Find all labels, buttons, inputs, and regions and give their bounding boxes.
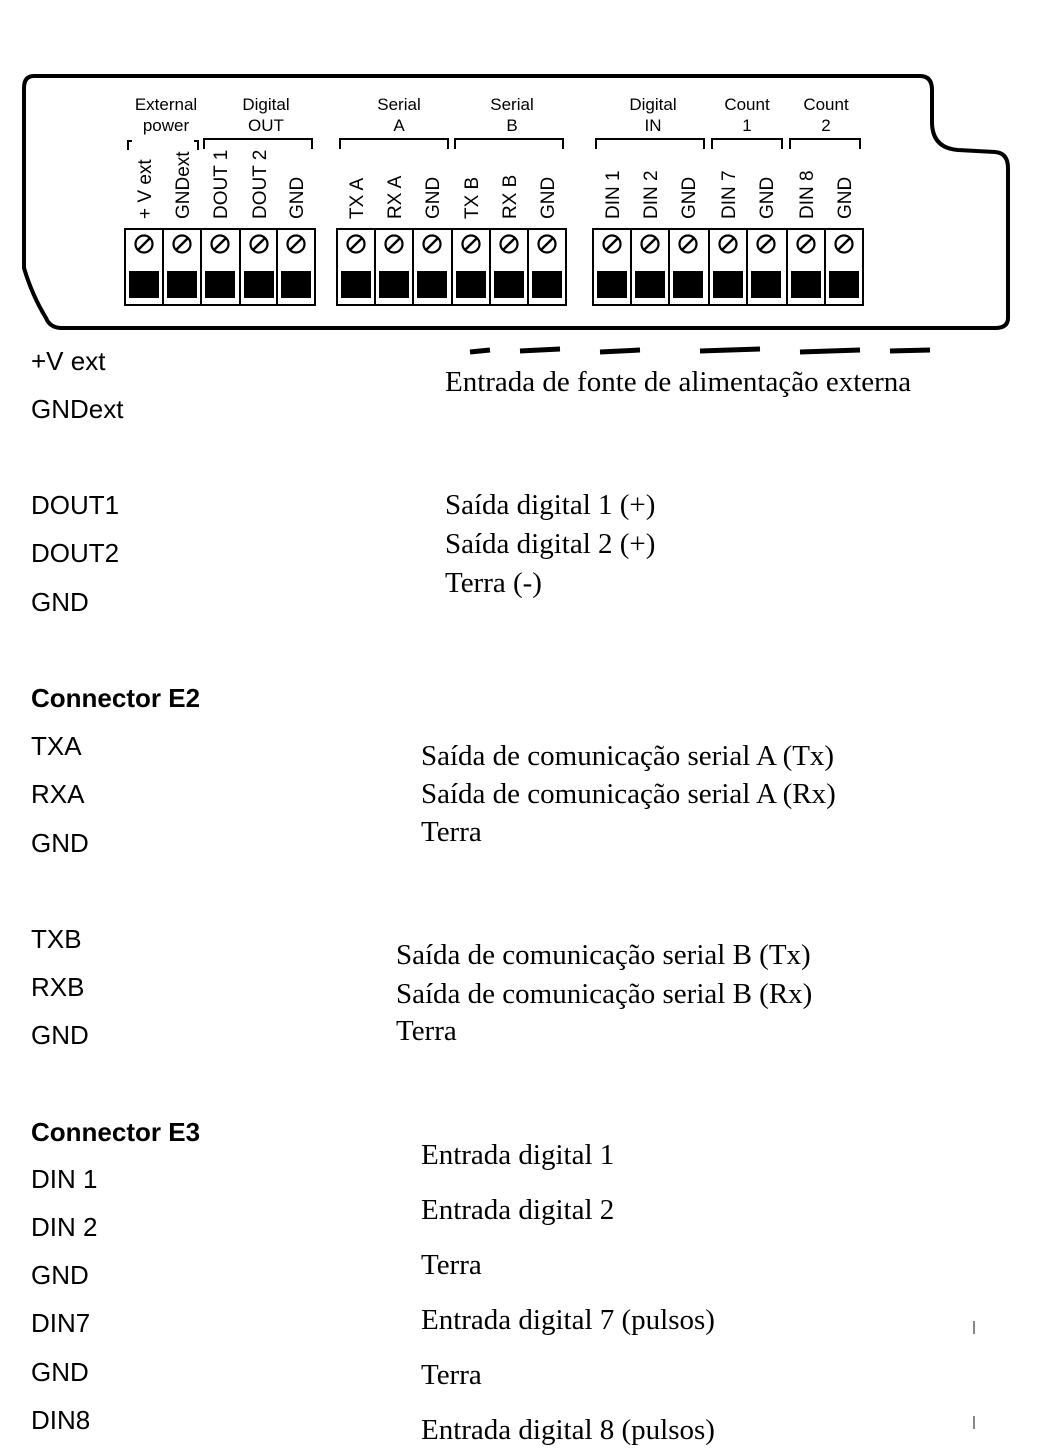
pin-label-vext: +V ext	[31, 346, 106, 376]
header-connector-e3: Connector E3	[31, 1117, 201, 1147]
diagram-group-label: 2	[821, 116, 830, 135]
desc-gnd-e1: Terra (-)	[445, 567, 542, 599]
wire-entry	[205, 271, 235, 298]
diagram-group-label: power	[143, 116, 190, 135]
pin-label-gnd-e3-2: GND	[31, 1357, 89, 1387]
diagram-pin-label: DOUT 2	[250, 150, 271, 219]
desc-gnd-e3-2: Terra	[421, 1359, 482, 1391]
diagram-group-label: Count	[724, 95, 770, 114]
pin-label-gnd-b: GND	[31, 1020, 89, 1050]
wire-entry	[456, 271, 486, 298]
diagram-pin-label: + V ext	[135, 159, 156, 219]
desc-rxa: Saída de comunicação serial A (Rx)	[421, 778, 836, 810]
pin-label-gnd-e1: GND	[31, 587, 89, 617]
pin-label-gndext: GNDext	[31, 394, 124, 424]
diagram-pin-label: GNDext	[173, 151, 194, 219]
wire-entry	[713, 271, 743, 298]
diagram-group-label: IN	[645, 116, 662, 135]
diagram-group-label: External	[135, 95, 197, 114]
desc-dout1: Saída digital 1 (+)	[445, 489, 656, 521]
wire-entry	[597, 271, 627, 298]
desc-gnd-b: Terra	[396, 1015, 457, 1047]
diagram-group-label: 1	[742, 116, 751, 135]
desc-gnd-a: Terra	[421, 816, 482, 848]
cutoff-text-fragment	[469, 346, 931, 355]
diagram-pin-label: DIN 1	[603, 170, 624, 219]
pin-label-gnd-e3-1: GND	[31, 1260, 89, 1290]
pin-label-rxb: RXB	[31, 972, 85, 1002]
diagram-pin-label: TX A	[347, 177, 368, 219]
desc-dout2: Saída digital 2 (+)	[445, 528, 656, 560]
desc-din7: Entrada digital 7 (pulsos)	[421, 1304, 715, 1336]
group-bracket	[339, 138, 449, 149]
diagram-pin-label: GND	[423, 177, 444, 219]
group-bracket	[595, 138, 705, 149]
wire-entry	[244, 271, 274, 298]
wire-entry	[673, 271, 703, 298]
wire-entry	[129, 271, 159, 298]
diagram-pin-label: TX B	[462, 177, 483, 219]
desc-din8: Entrada digital 8 (pulsos)	[421, 1414, 715, 1446]
wire-entry	[341, 271, 371, 298]
group-bracket	[127, 140, 199, 150]
group-bracket	[711, 138, 783, 149]
diagram-pin-label: DIN 7	[719, 170, 740, 219]
diagram-pin-label: DOUT 1	[211, 150, 232, 219]
group-bracket	[203, 138, 313, 149]
diagram-pin-label: GND	[538, 177, 559, 219]
diagram-pin-label: GND	[757, 177, 778, 219]
pin-label-din2: DIN 2	[31, 1212, 98, 1242]
diagram-group-label: B	[506, 116, 517, 135]
desc-txa: Saída de comunicação serial A (Tx)	[421, 740, 835, 772]
desc-txb: Saída de comunicação serial B (Tx)	[396, 939, 811, 971]
diagram-group-label: OUT	[248, 116, 284, 135]
wire-entry	[791, 271, 821, 298]
wire-entry	[635, 271, 665, 298]
pin-label-din7: DIN7	[31, 1308, 91, 1338]
wire-entry	[417, 271, 447, 298]
wire-entry	[532, 271, 562, 298]
desc-din1: Entrada digital 1	[421, 1139, 615, 1171]
desc-external-power: Entrada de fonte de alimentação externa	[445, 366, 912, 398]
wire-entry	[281, 271, 311, 298]
diagram-pin-label: GND	[679, 177, 700, 219]
device-outline	[22, 74, 1010, 330]
scan-mark	[973, 1321, 975, 1334]
group-bracket	[789, 138, 861, 149]
pin-label-din1: DIN 1	[31, 1164, 98, 1194]
pin-label-dout2: DOUT2	[31, 538, 120, 568]
pin-label-dout1: DOUT1	[31, 490, 120, 520]
diagram-group-label: Digital	[242, 95, 289, 114]
pin-label-txa: TXA	[31, 731, 82, 761]
diagram-group-label: Serial	[377, 95, 420, 114]
diagram-pin-label: RX A	[385, 175, 406, 219]
diagram-group-label: A	[393, 116, 405, 135]
desc-din2: Entrada digital 2	[421, 1194, 615, 1226]
diagram-group-label: Serial	[490, 95, 533, 114]
desc-gnd-e3-1: Terra	[421, 1249, 482, 1281]
pin-label-gnd-a: GND	[31, 828, 89, 858]
wire-entry	[494, 271, 524, 298]
wire-entry	[379, 271, 409, 298]
pin-label-rxa: RXA	[31, 779, 85, 809]
diagram-pin-label: RX B	[500, 175, 521, 219]
diagram-pin-label: GND	[835, 177, 856, 219]
diagram-pin-label: DIN 2	[641, 170, 662, 219]
wire-entry	[167, 271, 197, 298]
diagram-group-label: Count	[803, 95, 849, 114]
desc-rxb: Saída de comunicação serial B (Rx)	[396, 978, 813, 1010]
diagram-group-label: Digital	[629, 95, 676, 114]
group-bracket	[454, 138, 564, 149]
header-connector-e2: Connector E2	[31, 683, 201, 713]
diagram-pin-label: DIN 8	[797, 170, 818, 219]
wire-entry	[751, 271, 781, 298]
scan-mark	[973, 1416, 975, 1429]
wire-entry	[829, 271, 859, 298]
diagram-pin-label: GND	[287, 177, 308, 219]
pin-label-din8: DIN8	[31, 1405, 91, 1435]
pin-label-txb: TXB	[31, 924, 82, 954]
